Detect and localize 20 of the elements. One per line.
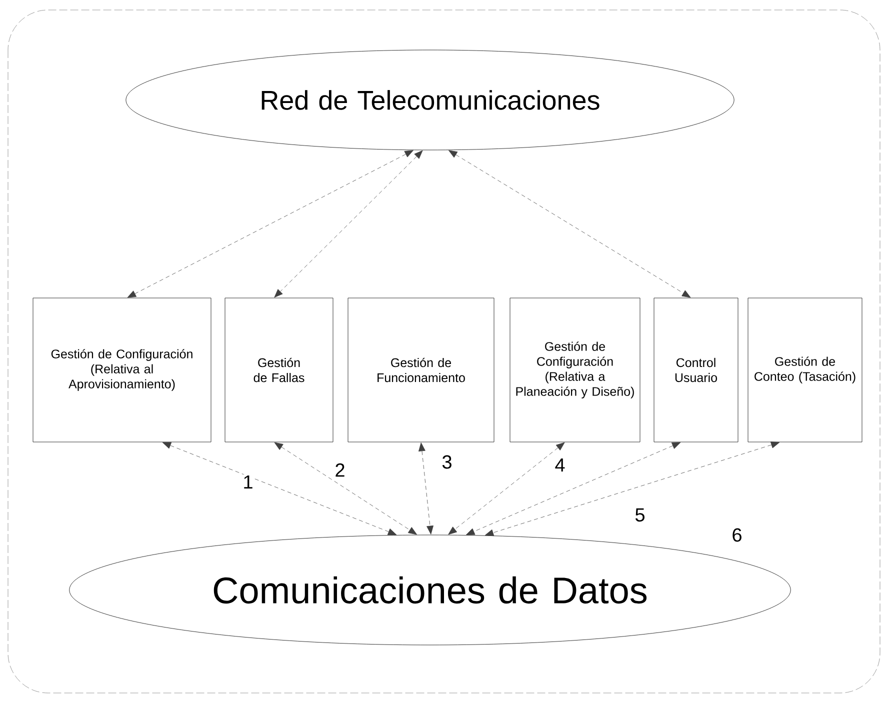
process-box: Gestión de Conteo (Tasación) xyxy=(748,298,862,442)
process-box: Gestión de Funcionamiento xyxy=(348,298,494,442)
edge-label: 5 xyxy=(634,507,646,523)
arrow xyxy=(484,442,780,536)
arrow xyxy=(448,442,565,535)
edge-label: 1 xyxy=(242,474,254,490)
arrow xyxy=(418,442,434,534)
process-box: Control Usuario xyxy=(654,298,738,442)
edge-label: 4 xyxy=(554,457,566,473)
process-box: Gestión de Fallas xyxy=(224,298,334,442)
arrow xyxy=(274,442,417,535)
process-box: Gestión de Configuración (Relativa al Aprovisionamiento) xyxy=(32,298,212,442)
arrow xyxy=(162,442,397,536)
arrow xyxy=(466,442,681,536)
process-box: Gestión de Configuración (Relativa a Planeación y Diseño) xyxy=(510,298,640,442)
arrow xyxy=(274,150,423,298)
edge-label: 2 xyxy=(334,462,346,478)
arrow xyxy=(127,150,414,298)
arrow xyxy=(448,150,691,298)
edge-label: 3 xyxy=(440,454,454,470)
